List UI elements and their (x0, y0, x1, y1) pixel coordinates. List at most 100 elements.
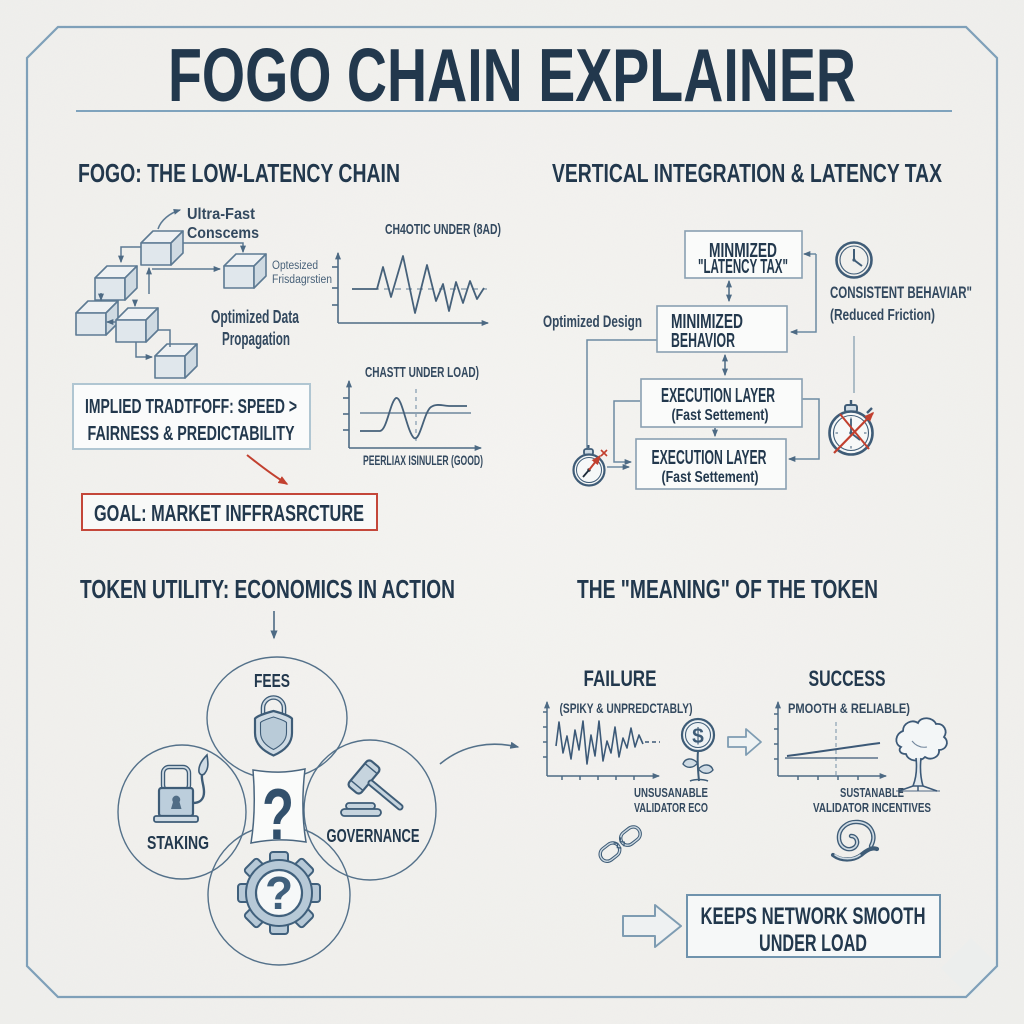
outcome-box-line2: UNDER LOAD (759, 930, 867, 957)
calm-chart-caption: PEERLIAX ISINULER (GOOD) (363, 452, 483, 468)
label-optimized-block-line2: Frisdagrstien (272, 274, 332, 286)
section-token-utility: TOKEN UTILITY: ECONOMICS IN ACTION ? FEE… (80, 574, 520, 966)
label-consistent-line2: (Reduced Friction) (830, 307, 935, 324)
label-ultra-fast-line1: Ultra-Fast (187, 206, 256, 223)
label-optimized-block-line1: Optesized (272, 260, 318, 272)
fees-label: FEES (254, 670, 290, 691)
execution-layer-box2-line2: (Fast Settement) (662, 469, 759, 486)
latency-tax-box-frame (684, 230, 803, 279)
governance-label: GOVERNANCE (327, 825, 420, 846)
clock-icon (835, 241, 873, 279)
cube-icon (115, 307, 159, 343)
success-label: SUCCESS (809, 666, 886, 691)
coin-dollar-sign: $ (692, 725, 704, 748)
shield-lock-icon (253, 695, 294, 757)
flowchart-boxes: MINMIZED "LATENCY TAX" MINIMIZED BEHAVIO… (635, 230, 803, 490)
failure-caption-line2: VALIDATOR ECO (634, 800, 708, 815)
failure-caption-line1: UNSUSANABLE (634, 785, 708, 800)
chaotic-chart-title: CH4OTIC UNDER (8AD) (385, 221, 501, 238)
wave-icon (830, 819, 880, 862)
center-question-box (250, 768, 307, 844)
failure-chart-line (555, 720, 644, 765)
success-chart-line-rising (786, 742, 881, 757)
label-consistent-line1: CONSISTENT BEHAVIAR" (830, 284, 972, 302)
chaotic-chart-axes (332, 251, 490, 326)
stopwatch-small-icon (572, 445, 608, 487)
goal-box-frame (81, 493, 378, 531)
failure-to-success-arrow (727, 728, 762, 756)
fuel-pump-lock-icon (153, 753, 209, 823)
cube-icon (75, 300, 119, 336)
chaotic-chart-line (352, 255, 485, 314)
section-vertical-integration: VERTICAL INTEGRATION & LATENCY TAX MINMI… (543, 158, 972, 490)
execution-layer-box1-line1: EXECUTION LAYER (661, 385, 775, 407)
tradeoff-box: IMPLIED TRADTFOFF: SPEED > FAIRNESS & PR… (72, 383, 311, 450)
label-propagation-line2: Propagation (222, 329, 290, 349)
success-caption-line2: VALIDATOR INCENTIVES (813, 800, 931, 815)
success-caption-line1: SUSTANABLE (840, 785, 904, 800)
tradeoff-box-line1: IMPLIED TRADTFOFF: SPEED > (85, 395, 297, 418)
page-title: FOGO CHAIN EXPLAINER (168, 33, 856, 117)
failure-label: FAILURE (584, 666, 657, 691)
goal-arrow (246, 454, 289, 485)
goal-box: GOAL: MARKET INFFRASRCTURE (81, 493, 378, 531)
section-low-latency-heading: FOGO: THE LOW-LATENCY CHAIN (78, 158, 400, 188)
block-network-diagram (75, 208, 267, 379)
gear-question-icon: ? (237, 851, 321, 935)
cube-icon (223, 253, 267, 289)
section-low-latency: FOGO: THE LOW-LATENCY CHAIN (72, 158, 501, 531)
success-subtitle: PMOOTH & RELIABLE) (788, 700, 910, 716)
label-ultra-fast-line2: Conscems (187, 225, 259, 242)
cube-icon (154, 343, 198, 379)
governance-circle (303, 739, 437, 881)
outcome-arrow (622, 904, 682, 948)
behavior-box-frame (656, 305, 788, 353)
calm-chart-axes (343, 379, 483, 451)
tradeoff-box-frame (72, 383, 311, 450)
behavior-box-line2: BEHAVIOR (671, 330, 735, 352)
execution-layer-box2-line1: EXECUTION LAYER (652, 447, 767, 469)
calm-chart-title: CHASTT UNDER LOAD) (365, 364, 479, 381)
coin-plant-icon: $ (680, 717, 716, 782)
calm-chart-line (360, 397, 467, 439)
outcome-box-frame (686, 894, 941, 958)
block-network-connectors (98, 208, 246, 360)
page-frame (25, 25, 999, 999)
gavel-icon (340, 759, 404, 817)
success-chart (774, 700, 888, 780)
latency-tax-box-line2: "LATENCY TAX" (698, 256, 788, 278)
cube-icon (140, 230, 184, 266)
section-token-utility-heading: TOKEN UTILITY: ECONOMICS IN ACTION (80, 574, 455, 604)
execution-layer-box1-line2: (Fast Settement) (672, 407, 769, 424)
broken-chain-icon (598, 825, 642, 863)
behavior-box-line1: MINIMIZED (671, 311, 743, 333)
stopwatch-crossed-icon (828, 400, 875, 456)
tradeoff-box-line2: FAIRNESS & PREDICTABILITY (88, 422, 295, 445)
section-vertical-integration-heading: VERTICAL INTEGRATION & LATENCY TAX (552, 158, 942, 188)
goal-box-label: GOAL: MARKET INFFRASRCTURE (94, 500, 364, 526)
success-chart-axes (774, 700, 888, 780)
staking-label: STAKING (147, 832, 209, 853)
label-propagation-line1: Optimized Data (211, 307, 300, 327)
execution-layer-box2-frame (635, 438, 787, 490)
flowchart-connectors (586, 251, 855, 470)
outcome-box: KEEPS NETWORK SMOOTH UNDER LOAD (686, 894, 941, 958)
label-optimized-design: Optimized Design (543, 312, 642, 331)
failure-chart-axes (543, 700, 661, 780)
failure-chart (543, 700, 661, 780)
corner-diamond-decoration (941, 938, 1001, 998)
latency-tax-box-line1: MINMIZED (709, 240, 777, 262)
calm-chart: CHASTT UNDER LOAD) PEERLIAX ISINULER (GO… (343, 364, 483, 468)
outcome-box-line1: KEEPS NETWORK SMOOTH (701, 903, 926, 930)
staking-circle (117, 744, 247, 880)
chaotic-chart: CH4OTIC UNDER (8AD) (332, 221, 501, 326)
utility-to-meaning-arrow (439, 741, 520, 765)
failure-subtitle: (SPIKY & UNPREDCTABLY) (560, 700, 693, 716)
section-token-meaning-heading: THE "MEANING" OF THE TOKEN (577, 574, 878, 604)
execution-layer-box1-frame (640, 378, 803, 428)
section-token-meaning: THE "MEANING" OF THE TOKEN FAILURE (SPIK… (543, 574, 948, 958)
gear-question-mark: ? (265, 867, 293, 919)
tree-icon (895, 717, 948, 792)
